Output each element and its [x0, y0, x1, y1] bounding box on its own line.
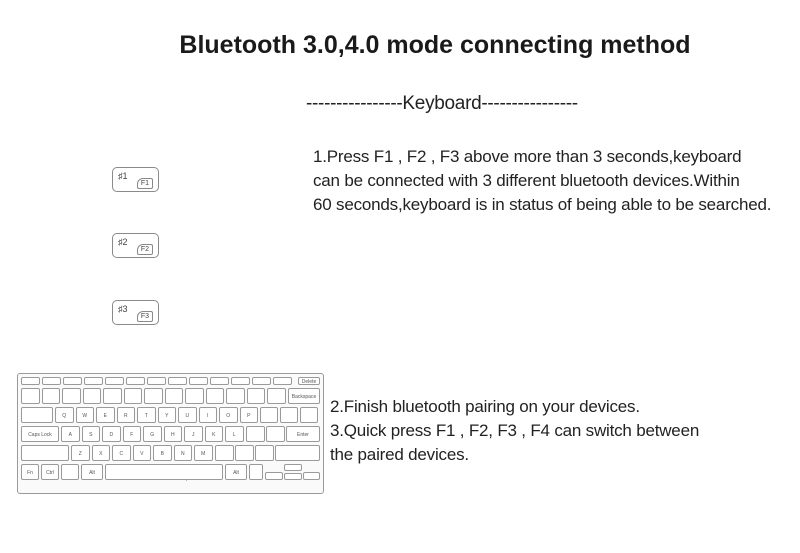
ctrl-key: Ctrl: [41, 464, 59, 480]
arrow-left-key: [265, 472, 283, 480]
function-key: [168, 377, 187, 385]
symbol-key: [260, 407, 278, 423]
letter-key: Y: [157, 407, 176, 423]
step1-line: 1.Press F1 , F2 , F3 above more than 3 s…: [313, 147, 742, 166]
symbol-key: [246, 426, 265, 442]
number-key: [82, 388, 101, 404]
function-key: [42, 377, 61, 385]
function-key: [105, 377, 124, 385]
page-title: Bluetooth 3.0,4.0 mode connecting method: [179, 31, 691, 59]
letter-key: J: [184, 426, 203, 442]
letter-key: N: [173, 445, 192, 461]
symbol-key: [255, 445, 274, 461]
symbol-key: [300, 407, 318, 423]
letter-key: S: [81, 426, 100, 442]
symbol-key: [266, 426, 285, 442]
step1-line: can be connected with 3 different blueto…: [313, 171, 740, 190]
f2-key-illustration: ♯2 F2: [112, 233, 159, 258]
windows-key: [61, 464, 79, 480]
step1-line: 60 seconds,keyboard is in status of bein…: [313, 195, 772, 214]
caps-lock-key: Caps Lock: [21, 426, 59, 442]
function-key: [252, 377, 271, 385]
step2-3-instructions: 2.Finish bluetooth pairing on your devic…: [330, 395, 699, 467]
letter-key: F: [122, 426, 141, 442]
f3-label: F3: [136, 311, 153, 322]
function-key: [21, 377, 40, 385]
letter-key: K: [204, 426, 223, 442]
letter-key: D: [102, 426, 121, 442]
letter-key: O: [219, 407, 238, 423]
f2-label: F2: [136, 244, 153, 255]
channel-3-label: ♯3: [118, 304, 128, 314]
fn-key: Fn: [21, 464, 39, 480]
letter-key: A: [61, 426, 80, 442]
function-key: [84, 377, 103, 385]
menu-key: [249, 464, 263, 480]
delete-key: Delete: [298, 377, 320, 385]
function-key: [231, 377, 250, 385]
f1-label: F1: [136, 178, 153, 189]
alt-key: Alt: [81, 464, 103, 480]
tab-key: [21, 407, 53, 423]
right-shift-key: [275, 445, 320, 461]
step23-line: 2.Finish bluetooth pairing on your devic…: [330, 397, 640, 416]
number-key: [103, 388, 122, 404]
letter-key: P: [239, 407, 258, 423]
backspace-key: Backspace: [288, 388, 320, 404]
letter-key: U: [178, 407, 197, 423]
function-key: [147, 377, 166, 385]
number-key: [21, 388, 40, 404]
letter-key: R: [116, 407, 135, 423]
symbol-key: [235, 445, 254, 461]
f1-key-illustration: ♯1 F1: [112, 167, 159, 192]
letter-key: T: [137, 407, 156, 423]
letter-key: E: [96, 407, 115, 423]
channel-2-label: ♯2: [118, 237, 128, 247]
letter-key: V: [132, 445, 151, 461]
number-key: [205, 388, 224, 404]
function-key: [273, 377, 292, 385]
step23-line: 3.Quick press F1 , F2, F3 , F4 can switc…: [330, 421, 700, 440]
arrow-up-key: [284, 464, 302, 471]
step23-line: the paired devices.: [330, 445, 469, 464]
letter-key: C: [112, 445, 131, 461]
symbol-key: [215, 445, 234, 461]
alt-key: Alt: [225, 464, 247, 480]
letter-key: B: [153, 445, 172, 461]
step1-instructions: 1.Press F1 , F2 , F3 above more than 3 s…: [313, 145, 771, 217]
function-key: [126, 377, 145, 385]
keyboard-subheading: ----------------Keyboard----------------: [306, 93, 578, 114]
number-key: [144, 388, 163, 404]
letter-key: G: [143, 426, 162, 442]
number-key: [62, 388, 81, 404]
number-key: [41, 388, 60, 404]
symbol-key: [280, 407, 298, 423]
function-key: [189, 377, 208, 385]
number-key: [246, 388, 265, 404]
function-key: [210, 377, 229, 385]
number-key: [267, 388, 286, 404]
space-key: [105, 464, 223, 480]
number-key: [226, 388, 245, 404]
arrow-right-key: [303, 472, 320, 480]
letter-key: M: [194, 445, 213, 461]
arrow-down-key: [284, 473, 302, 480]
number-key: [123, 388, 142, 404]
function-key: [63, 377, 82, 385]
letter-key: X: [91, 445, 110, 461]
letter-key: L: [225, 426, 244, 442]
letter-key: W: [75, 407, 94, 423]
channel-1-label: ♯1: [118, 171, 128, 181]
number-key: [185, 388, 204, 404]
left-shift-key: [21, 445, 69, 461]
letter-key: Z: [71, 445, 90, 461]
enter-key: Enter: [286, 426, 320, 442]
number-key: [164, 388, 183, 404]
letter-key: H: [163, 426, 182, 442]
letter-key: Q: [55, 407, 74, 423]
f3-key-illustration: ♯3 F3: [112, 300, 159, 325]
letter-key: I: [198, 407, 217, 423]
